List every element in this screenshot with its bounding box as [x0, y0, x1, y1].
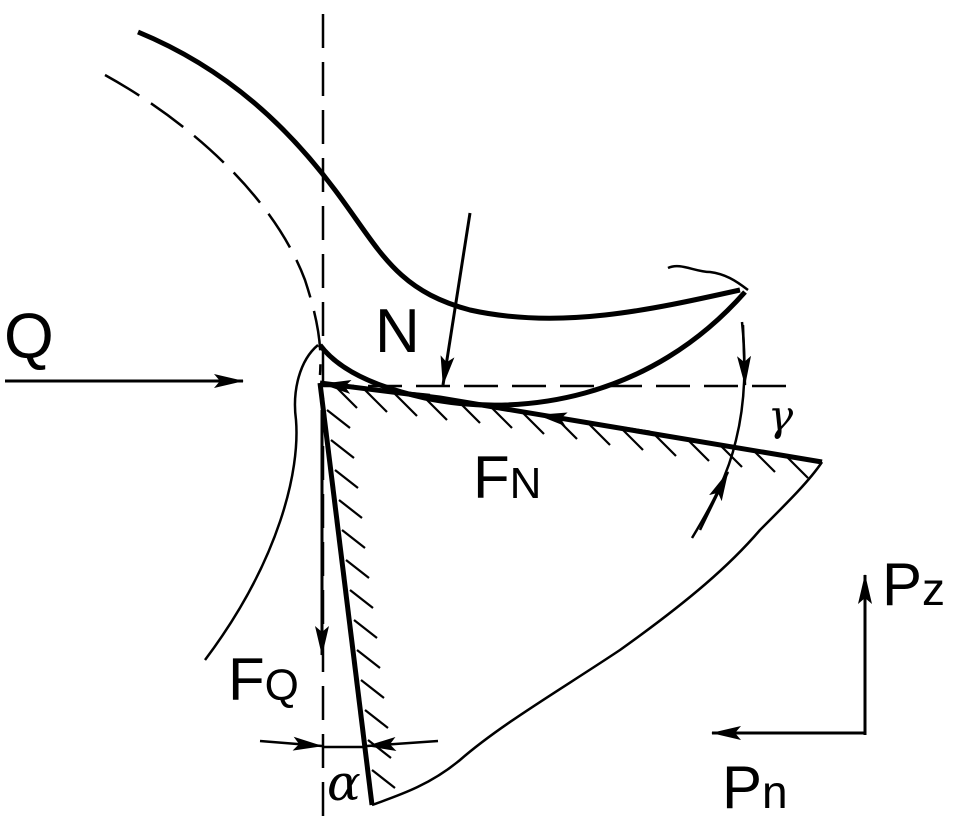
- gamma-arrow-bottom: [698, 471, 730, 531]
- label-Pn-sub: n: [762, 766, 788, 818]
- workpiece-surface-curve: [203, 344, 319, 661]
- chip-outer-curve: [137, 29, 741, 321]
- label-gamma: γ: [768, 391, 794, 440]
- label-FQ-main: F: [228, 646, 265, 713]
- label-FN-main: F: [473, 444, 510, 511]
- label-FQ: FQ: [228, 646, 299, 713]
- force-FN-arrow: [537, 412, 651, 434]
- gamma-angle-arc: [690, 321, 746, 539]
- rake-face-arrow: [321, 379, 431, 397]
- label-alpha: α: [327, 754, 361, 812]
- label-N: N: [375, 297, 420, 366]
- alpha-arrow-right: [366, 736, 439, 751]
- label-FQ-sub: Q: [265, 661, 299, 710]
- alpha-arrow-left: [259, 736, 323, 751]
- force-N-arrow: [440, 212, 472, 386]
- tool-flank-face: [317, 382, 375, 806]
- label-Pz: Pz: [882, 551, 945, 618]
- label-Pn-main: P: [722, 754, 762, 821]
- label-FN: FN: [473, 444, 541, 511]
- gamma-arrow-top: [737, 324, 752, 386]
- label-FN-sub: N: [510, 459, 542, 508]
- chip-broken-end: [667, 264, 749, 291]
- label-Pn: Pn: [722, 754, 788, 821]
- label-Q: Q: [4, 300, 54, 372]
- tool-broken-outline: [371, 461, 824, 807]
- label-Pz-main: P: [882, 551, 922, 618]
- workpiece-dashed-arc: [104, 73, 322, 376]
- label-Pz-sub: z: [922, 563, 945, 615]
- rake-face-hatching: [334, 385, 809, 479]
